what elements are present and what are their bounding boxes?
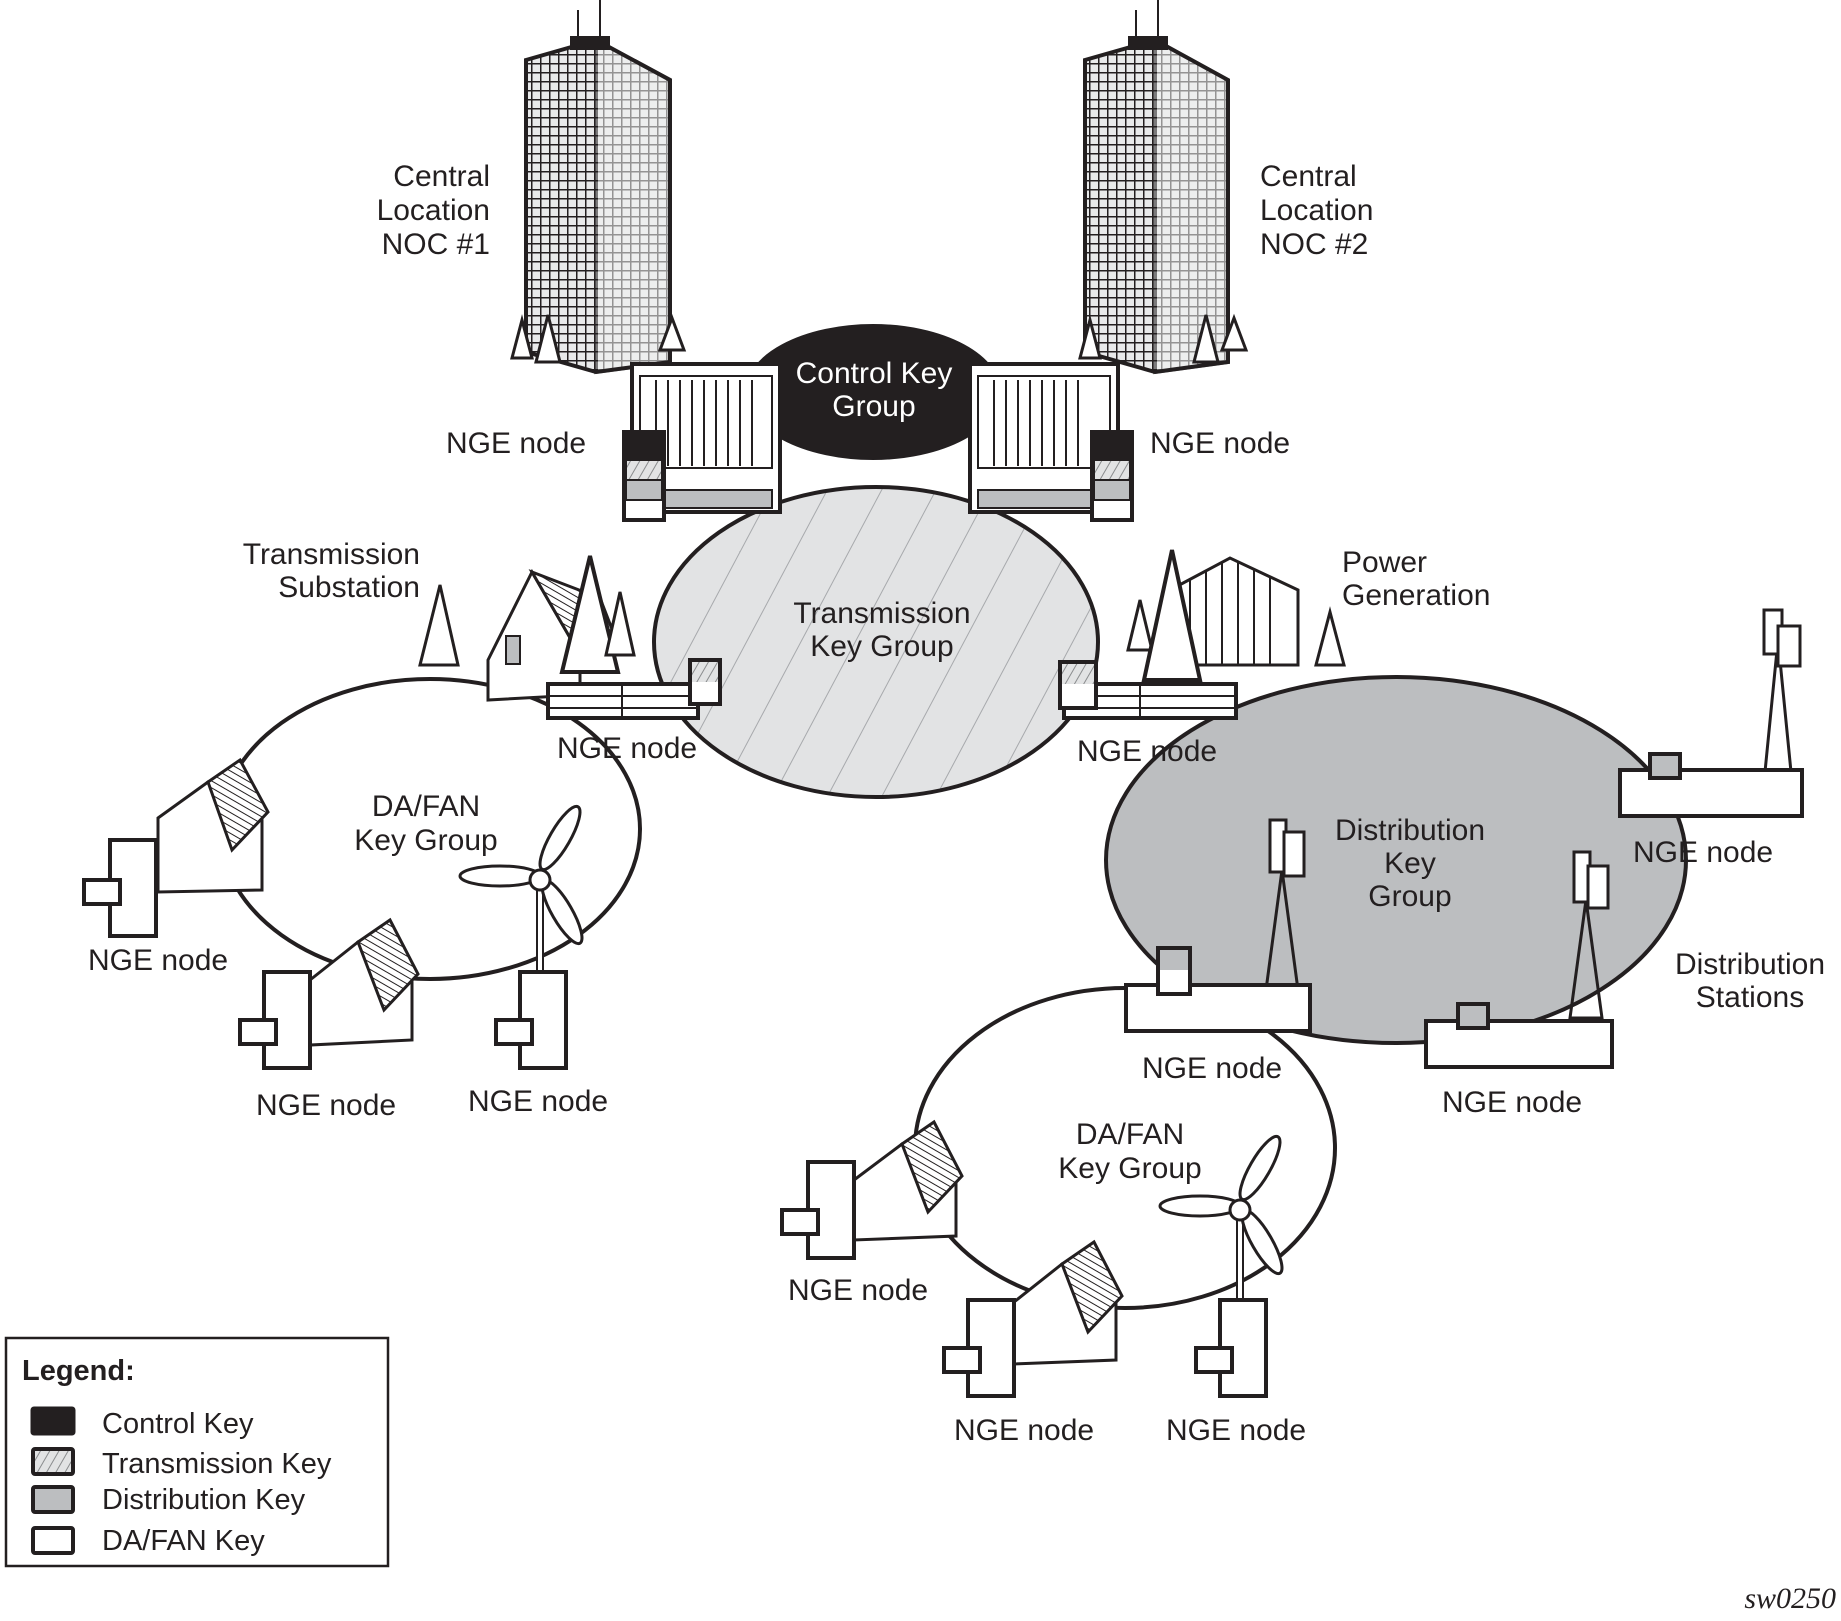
svg-text:Key Group: Key Group [1058,1152,1201,1185]
dafan-bottom-house2-nge-node-label: NGE node [954,1414,1094,1447]
dafan-left-house2-icon [238,917,420,1070]
svg-text:DA/FAN: DA/FAN [372,790,480,823]
legend-label-distribution: Distribution Key [102,1484,306,1516]
distribution-tower-top-right-icon [1762,608,1802,784]
power-generation-nge-icon [1058,660,1238,720]
noc2-building-icon [1078,0,1249,375]
legend: Legend: Control Key Transmission Key Dis… [4,1336,390,1568]
control-key-group-label: Control Key Group [796,357,953,423]
distribution-key-group-label: Distribution Key Group [1335,814,1485,913]
svg-text:Key: Key [1384,847,1436,880]
dafan-bottom-house1-icon [780,1119,964,1260]
svg-text:Key Group: Key Group [354,824,497,857]
noc1-nge-chassis-icon [622,362,782,522]
svg-text:Transmission: Transmission [793,597,970,630]
transmission-substation-nge-node-label: NGE node [557,732,697,765]
noc1-nge-node-label: NGE node [446,427,586,460]
svg-text:Generation: Generation [1342,579,1490,612]
dist-bottom-right-nge-node-label: NGE node [1442,1086,1582,1119]
svg-text:Substation: Substation [278,571,420,604]
transmission-substation-nge-icon [546,658,722,720]
svg-text:Central: Central [1260,160,1357,193]
power-generation-label: Power Generation [1342,546,1490,612]
svg-text:Transmission: Transmission [243,538,420,571]
power-generation-icon [1126,549,1346,682]
svg-text:Key Group: Key Group [810,630,953,663]
dafan-left-house2-nge-node-label: NGE node [256,1089,396,1122]
dafan-left-turbine-nge-node-label: NGE node [468,1085,608,1118]
svg-text:Central: Central [393,160,490,193]
power-generation-nge-node-label: NGE node [1077,735,1217,768]
noc1-building-icon [510,0,687,375]
legend-swatch-control [30,1406,76,1436]
dafan-left-house1-nge-node-label: NGE node [88,944,228,977]
transmission-key-group-area [652,485,1100,799]
legend-label-control: Control Key [102,1408,254,1440]
noc1-label: Central Location NOC #1 [377,160,490,261]
dafan-left-wind-turbine-icon [458,804,584,1070]
noc2-nge-node-label: NGE node [1150,427,1290,460]
dist-top-right-nge-node-label: NGE node [1633,836,1773,869]
svg-text:Group: Group [832,390,915,423]
noc2-label: Central Location NOC #2 [1260,160,1373,261]
distribution-top-right-nge-icon [1618,752,1804,818]
svg-text:Location: Location [377,194,490,227]
svg-text:Control Key: Control Key [796,357,953,390]
legend-swatch-dafan [31,1526,75,1555]
dafan-bottom-key-group-label: DA/FAN Key Group [1058,1118,1201,1185]
distribution-tower-left-icon [1264,818,1306,992]
legend-label-dafan: DA/FAN Key [102,1525,265,1557]
dist-bottom-left-nge-node-label: NGE node [1142,1052,1282,1085]
figure-id: sw0250 [1744,1582,1836,1615]
svg-text:Location: Location [1260,194,1373,227]
distribution-bottom-left-nge-icon [1124,946,1312,1033]
dafan-bottom-turbine-nge-node-label: NGE node [1166,1414,1306,1447]
distribution-bottom-right-nge-icon [1424,1002,1614,1069]
svg-text:Distribution: Distribution [1675,948,1825,981]
dafan-left-key-group-label: DA/FAN Key Group [354,790,497,857]
svg-text:Stations: Stations [1696,981,1804,1014]
transmission-substation-label: Transmission Substation [243,538,420,604]
distribution-tower-right-icon [1568,850,1610,1020]
svg-text:Power: Power [1342,546,1427,579]
svg-text:Group: Group [1368,880,1451,913]
dafan-bottom-house2-icon [942,1239,1124,1398]
distribution-stations-label: Distribution Stations [1675,948,1825,1014]
svg-text:NOC #1: NOC #1 [382,228,490,261]
distribution-key-group-area [1104,675,1688,1045]
svg-text:DA/FAN: DA/FAN [1076,1118,1184,1151]
dafan-left-house1-icon [82,757,270,938]
svg-text:NOC #2: NOC #2 [1260,228,1368,261]
legend-label-transmission: Transmission Key [102,1448,332,1480]
dafan-bottom-wind-turbine-icon [1158,1134,1284,1398]
svg-text:Distribution: Distribution [1335,814,1485,847]
legend-swatch-distribution [31,1485,75,1514]
legend-title: Legend: [22,1355,135,1387]
dafan-bottom-house1-nge-node-label: NGE node [788,1274,928,1307]
noc2-nge-chassis-icon [968,362,1134,522]
transmission-key-group-label: Transmission Key Group [793,597,970,663]
transmission-substation-icon [418,555,636,702]
legend-swatch-transmission [31,1447,75,1476]
